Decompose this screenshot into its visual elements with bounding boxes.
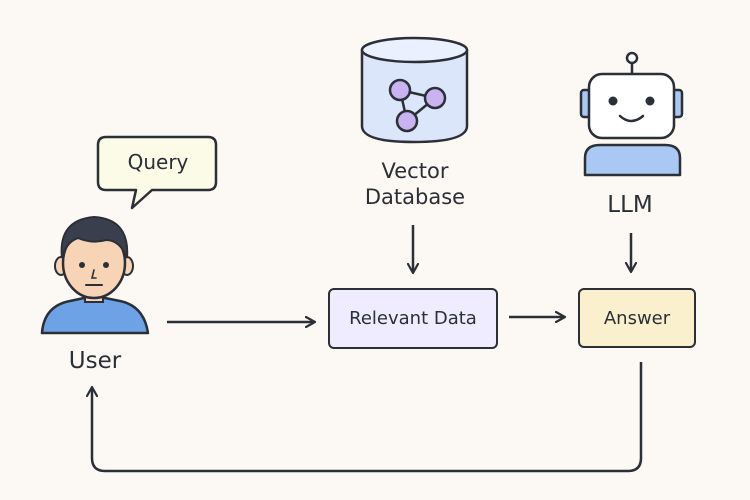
- relevant-data-label: Relevant Data: [349, 308, 477, 329]
- edges: [92, 225, 643, 473]
- robot-icon: [579, 51, 684, 177]
- person-avatar-icon: [40, 215, 150, 335]
- answer-label: Answer: [603, 307, 671, 329]
- arrow-answer-to-user: [92, 362, 643, 473]
- user-label: User: [68, 348, 122, 374]
- vector-database-icon: [360, 36, 469, 144]
- query-bubble: [96, 135, 218, 210]
- vector-database-label-line2: Database: [364, 185, 466, 209]
- answer-box: Answer: [578, 288, 696, 348]
- vector-database-label-line1: Vector: [381, 159, 449, 183]
- query-label: Query: [127, 150, 189, 174]
- vector-database-label: Vector Database: [335, 158, 495, 210]
- relevant-data-box: Relevant Data: [328, 288, 498, 349]
- llm-label: LLM: [607, 192, 653, 218]
